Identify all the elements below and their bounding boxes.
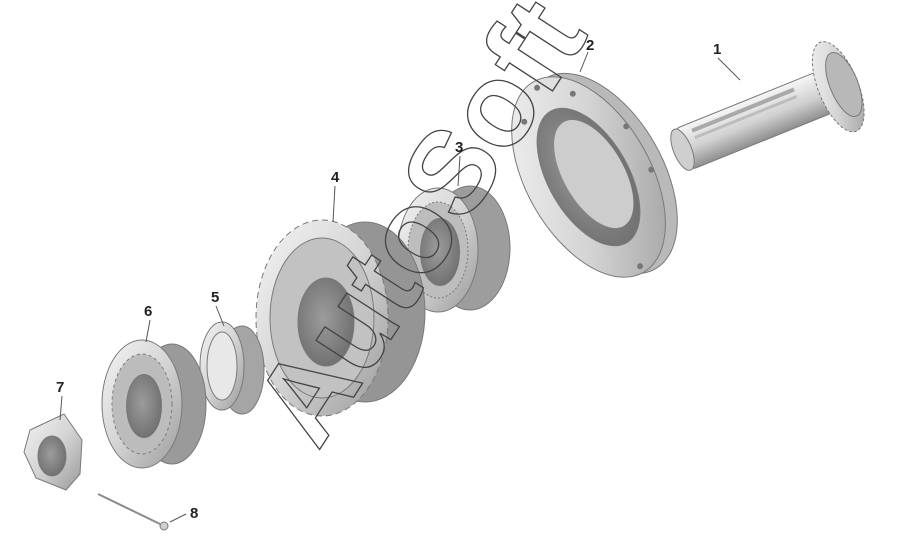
label-part-6: 6 xyxy=(144,303,152,320)
part-1-shaft xyxy=(670,41,865,171)
label-part-1: 1 xyxy=(713,41,721,58)
part-2-bearing-housing xyxy=(511,51,678,278)
label-part-2: 2 xyxy=(586,37,594,54)
part-7-lock-nut xyxy=(23,395,83,491)
label-part-4: 4 xyxy=(331,169,340,186)
part-4-gear xyxy=(255,185,426,417)
label-part-8: 8 xyxy=(190,505,198,522)
part-3-needle-bearing xyxy=(397,155,511,313)
part-5-spacer-ring xyxy=(199,305,265,415)
label-part-7: 7 xyxy=(56,379,64,396)
part-6-ball-bearing xyxy=(101,319,207,469)
part-8-lock-pin xyxy=(97,493,187,531)
label-part-3: 3 xyxy=(455,139,463,156)
label-part-5: 5 xyxy=(211,289,219,306)
